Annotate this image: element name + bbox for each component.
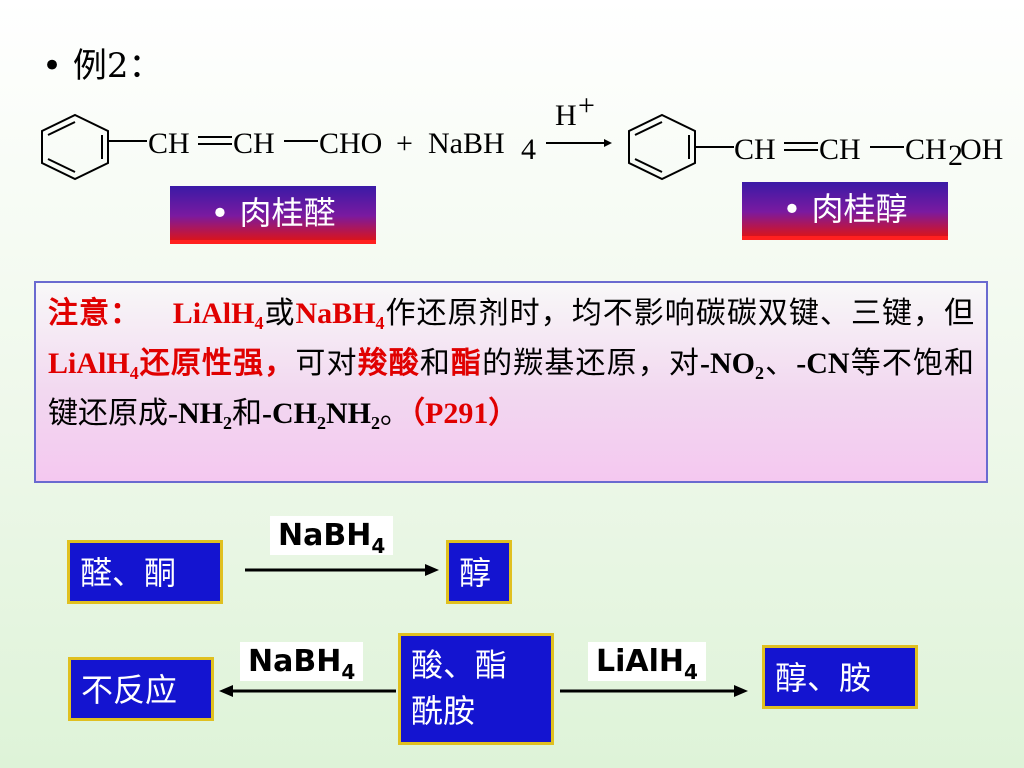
note-text1: 作还原剂时，均不影响碳碳双键、三键，但 xyxy=(384,296,975,331)
note-or: 或 xyxy=(263,296,296,331)
catalyst-sup: + xyxy=(578,95,595,122)
note-nh2: -NH2 xyxy=(168,397,232,433)
note-nabh4: NaBH4 xyxy=(295,297,385,333)
note-ester: 酯 xyxy=(451,347,483,380)
reagent-sub: 4 xyxy=(521,133,536,166)
label-cinnamaldehyde: • 肉桂醛 xyxy=(170,186,376,244)
benzene-ring-left xyxy=(41,113,109,181)
box-alcohol: 醇 xyxy=(446,540,512,604)
product-ch2: CH xyxy=(819,133,861,166)
arrow-right-top xyxy=(245,564,439,576)
reactant-ch2: CH xyxy=(233,127,275,160)
reagent-nabh4-top: NaBH4 xyxy=(270,516,394,556)
note-box: 注意： LiAlH4或NaBH4作还原剂时，均不影响碳碳双键、三键，但LiAlH… xyxy=(34,281,988,483)
box-alcohol-amine: 醇、胺 xyxy=(762,645,918,709)
product-ch: CH xyxy=(905,133,947,166)
note-lialh4-2: LiAlH4 xyxy=(48,347,139,383)
note-text3: 的羰基还原，对 xyxy=(482,346,700,381)
note-comma: 、 xyxy=(764,346,797,381)
product-ch1: CH xyxy=(734,133,776,166)
note-page-ref: （P291） xyxy=(410,397,519,430)
note-attention: 注意： xyxy=(48,297,142,330)
arrow-left-bottom xyxy=(219,685,396,697)
note-text4: 等不饱和键还原成 xyxy=(48,346,975,431)
reactant-cho: CHO xyxy=(319,127,382,160)
box-acid-ester-line1: 酸、酯 xyxy=(411,646,508,684)
reagent-nabh4-bottom: NaBH4 xyxy=(240,642,364,682)
reagent-lialh4: LiAlH4 xyxy=(588,642,706,682)
box-aldehyde-ketone: 醛、酮 xyxy=(67,540,223,604)
note-carboxylic-acid: 羧酸 xyxy=(357,347,420,380)
box-acid-ester-amide: 酸、酯 酰胺 xyxy=(398,633,554,745)
reaction-equation: CH CH CHO + NaBH 4 H + CH CH CH 2 OH xyxy=(41,95,1003,181)
note-and2: 和 xyxy=(232,396,262,431)
catalyst-h: H xyxy=(555,99,577,132)
box-no-reaction: 不反应 xyxy=(68,657,214,721)
label-cinnamyl-alcohol: • 肉桂醇 xyxy=(742,182,948,240)
box-acid-ester-line2: 酰胺 xyxy=(411,692,476,730)
arrow-right-bottom xyxy=(560,685,748,697)
product-sub: 2 xyxy=(948,139,963,172)
note-no2: -NO2 xyxy=(700,347,764,383)
note-period: 。 xyxy=(380,396,410,431)
note-lialh4: LiAlH4 xyxy=(172,297,264,333)
reagent-nabh: NaBH xyxy=(428,127,505,160)
note-cn: -CN xyxy=(796,347,850,380)
note-text2: 可对 xyxy=(295,346,358,381)
example-heading: • 例2： xyxy=(42,46,163,86)
note-ch2nh2: -CH2NH2 xyxy=(262,397,380,433)
reactant-ch1: CH xyxy=(148,127,190,160)
benzene-ring-right xyxy=(628,113,696,181)
product-oh: OH xyxy=(960,133,1003,166)
note-strong: 还原性强， xyxy=(138,347,296,380)
note-and: 和 xyxy=(419,346,452,381)
plus-sign: + xyxy=(396,127,413,160)
